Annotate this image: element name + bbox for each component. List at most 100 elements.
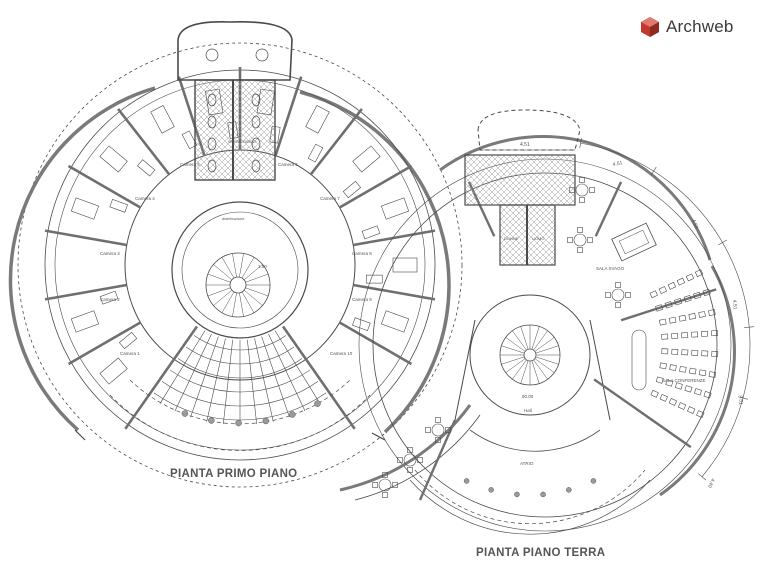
dim-tick (579, 138, 582, 149)
radial-wall (338, 164, 413, 209)
stair-tread (534, 337, 555, 352)
desk (269, 125, 281, 144)
bed (256, 88, 275, 116)
seat (671, 348, 679, 355)
seat (668, 398, 678, 406)
dim-label-1: 4.51 (520, 142, 530, 148)
seat (711, 330, 719, 337)
distribution-label: distribuzione (222, 216, 245, 221)
seat (655, 376, 664, 384)
stair-tread (245, 287, 269, 297)
radial-wall (593, 378, 692, 449)
column (289, 411, 296, 418)
dim-label-6: 4.40 (706, 477, 716, 489)
radial-wall (620, 288, 717, 322)
toilet-fixture (251, 137, 261, 151)
round-table (575, 183, 589, 197)
fan-stair-arc (169, 369, 311, 393)
round-table (431, 423, 445, 437)
chair (577, 227, 583, 233)
stair-tread (501, 356, 525, 365)
stair-tread (520, 326, 529, 350)
seat (711, 350, 719, 357)
toilet-fixture (207, 115, 217, 129)
bed (305, 105, 330, 134)
ground-floor-labels: Hall 90.00 ATRIO SALA CONFERENZE SALA SV… (504, 142, 744, 489)
stair-tread (531, 360, 540, 384)
stair-tread (213, 264, 233, 281)
fan-stair-line (274, 330, 321, 404)
toilet-fixture (207, 93, 217, 107)
chair (435, 417, 441, 423)
stair-dimension: 1.50 (258, 264, 267, 269)
stage-podium (631, 329, 647, 391)
seat (687, 406, 696, 414)
dim-tick (698, 473, 707, 481)
seat (677, 402, 687, 410)
seat (664, 301, 673, 309)
stair-tread (533, 330, 548, 351)
stair-tread (241, 291, 255, 313)
dim-tick (718, 239, 728, 246)
dim-label-4: 4.51 (731, 300, 738, 310)
radial-wall (353, 283, 436, 301)
column (463, 478, 470, 484)
radial-wall (124, 325, 199, 430)
seat (702, 288, 711, 297)
seat (681, 349, 689, 356)
room-label-camera-8: Camera 8 (352, 251, 372, 256)
bed (392, 257, 418, 273)
chair (569, 187, 575, 193)
chair (435, 437, 441, 443)
toilet-fixture (251, 93, 261, 107)
chair (577, 247, 583, 253)
chair (445, 427, 451, 433)
stair-tread (520, 360, 529, 384)
fan-stair-line (261, 336, 290, 418)
desk (342, 180, 362, 199)
desk (227, 121, 239, 140)
cube-logo-icon (641, 17, 659, 37)
seat (683, 294, 692, 303)
chair (425, 427, 431, 433)
stair-tread (512, 330, 527, 351)
archweb-logo[interactable]: Archweb (640, 14, 734, 40)
stair-tread (535, 345, 559, 354)
desk (99, 290, 119, 305)
seat (685, 273, 695, 282)
radial-wall (338, 321, 413, 366)
fan-stair-line (174, 333, 212, 412)
radial-wall (281, 325, 356, 430)
fan-stair-line (254, 338, 274, 422)
desk (181, 130, 198, 150)
round-table (573, 233, 587, 247)
stair-tread (207, 273, 231, 283)
seat (667, 281, 677, 290)
stair-tread (221, 291, 235, 313)
seat (693, 291, 702, 300)
chair (382, 492, 388, 498)
column (566, 487, 572, 493)
seat (698, 369, 707, 377)
round-table (611, 288, 625, 302)
dim-tick (738, 396, 748, 400)
stair-tread (512, 359, 527, 380)
hall-label: Hall (524, 408, 532, 413)
radial-wall (309, 108, 363, 176)
fan-stair-line (268, 333, 306, 412)
seat (701, 330, 709, 337)
fan-stair-line (190, 336, 219, 418)
stair-tread (531, 326, 540, 350)
toilet-label-men: UOMO (532, 236, 544, 241)
fan-stair-line (247, 339, 258, 425)
ground-floor-title: PIANTA PIANO TERRA (476, 547, 606, 559)
column (488, 487, 494, 493)
radial-wall (274, 76, 303, 157)
chair (382, 472, 388, 478)
seat (703, 391, 712, 399)
seat (669, 364, 677, 371)
room-label-camera-5: Camera 5 (180, 162, 200, 167)
chair (397, 457, 403, 463)
radial-wall (353, 229, 436, 247)
